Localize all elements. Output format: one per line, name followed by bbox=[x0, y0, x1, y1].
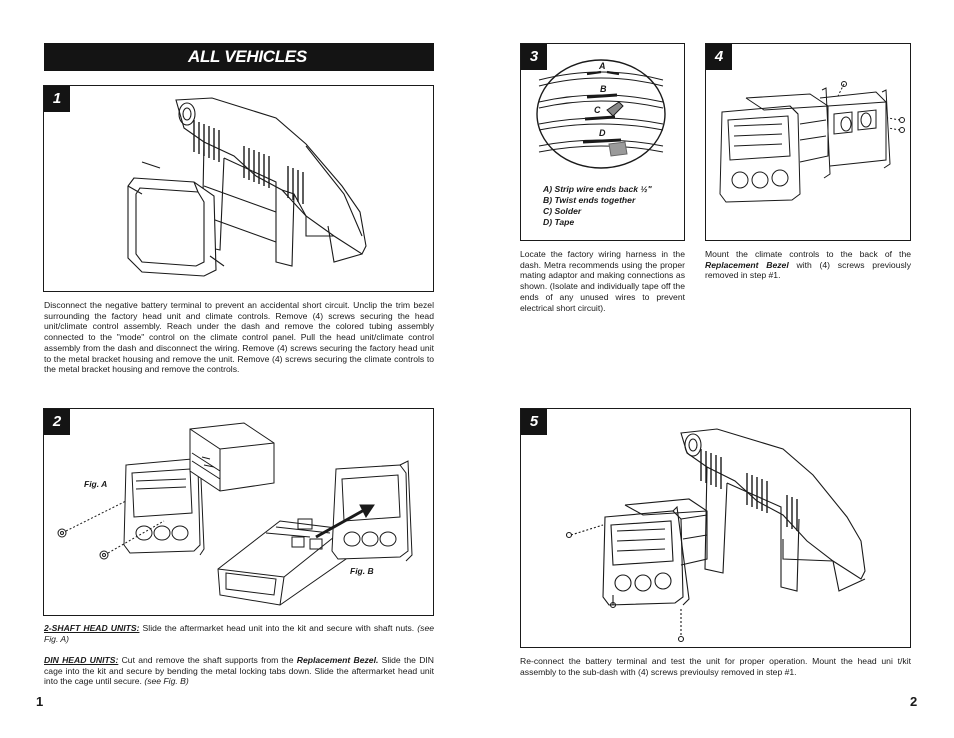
step-2-number: 2 bbox=[44, 409, 70, 435]
step-4-text-part-1: Mount the climate controls to the back o… bbox=[705, 249, 911, 259]
step-4-figure: 4 bbox=[705, 43, 911, 241]
section-banner: ALL VEHICLES bbox=[44, 43, 434, 71]
splice-legend: A) Strip wire ends back ½" B) Twist ends… bbox=[543, 184, 652, 228]
din-replacement-bezel: Replacement Bezel. bbox=[296, 655, 379, 665]
step-4-replacement-bezel: Replacement Bezel bbox=[705, 259, 789, 270]
climate-control-mount-illustration bbox=[719, 81, 905, 203]
din-text-part-2: Slide the DIN cage into the kit and secu… bbox=[44, 655, 434, 687]
head-unit-install-illustration bbox=[57, 422, 413, 606]
step-5-instructions: Re-connect the battery terminal and test… bbox=[520, 656, 911, 677]
din-text-part-1: Cut and remove the shaft supports from t… bbox=[118, 655, 297, 665]
fig-a-label: Fig. A bbox=[84, 479, 108, 489]
page-number-left: 1 bbox=[36, 694, 44, 709]
din-head-units-ref: (see Fig. B) bbox=[144, 676, 189, 687]
step-2-din-instructions: DIN HEAD UNITS: Cut and remove the shaft… bbox=[44, 655, 434, 687]
step-5-figure: 5 bbox=[520, 408, 911, 648]
step-1-figure: 1 bbox=[43, 85, 434, 292]
legend-item-a: A) Strip wire ends back ½" bbox=[543, 184, 652, 194]
step-2-figure: 2 Fig. A Fig. B bbox=[43, 408, 434, 616]
step-2-shaft-instructions: 2-SHAFT HEAD UNITS: Slide the aftermarke… bbox=[44, 623, 434, 644]
page-number-right: 2 bbox=[910, 694, 918, 709]
wire-label-c: C bbox=[594, 105, 601, 115]
fig-b-label: Fig. B bbox=[350, 566, 374, 576]
step-3-figure: 3 A B C D A) Strip wire ends back ½" B) … bbox=[520, 43, 685, 241]
step-3-instructions: Locate the factory wiring harness in the… bbox=[520, 249, 685, 313]
wire-label-b: B bbox=[600, 84, 607, 94]
shaft-head-units-heading: 2-SHAFT HEAD UNITS: bbox=[44, 623, 140, 633]
wire-label-a: A bbox=[599, 61, 606, 71]
wire-label-d: D bbox=[599, 128, 606, 138]
legend-item-b: B) Twist ends together bbox=[543, 195, 636, 205]
section-title: ALL VEHICLES bbox=[188, 47, 307, 66]
step-5-number: 5 bbox=[521, 409, 547, 435]
dash-removal-illustration bbox=[127, 97, 367, 277]
shaft-head-units-text: Slide the aftermarket head unit into the… bbox=[139, 623, 418, 633]
step-4-instructions: Mount the climate controls to the back o… bbox=[705, 249, 911, 281]
step-1-instructions: Disconnect the negative battery terminal… bbox=[44, 300, 434, 375]
final-assembly-illustration bbox=[565, 428, 866, 643]
step-3-number: 3 bbox=[521, 44, 547, 70]
legend-item-d: D) Tape bbox=[543, 217, 575, 227]
step-4-text-part-2: with (4) screws previously removed in st… bbox=[705, 259, 911, 281]
din-head-units-heading: DIN HEAD UNITS: bbox=[44, 655, 119, 665]
step-4-number: 4 bbox=[706, 44, 732, 70]
shaft-head-units-ref: (see Fig. A) bbox=[44, 623, 434, 644]
step-1-number: 1 bbox=[44, 86, 70, 112]
legend-item-c: C) Solder bbox=[543, 206, 582, 216]
wire-splice-illustration bbox=[536, 59, 666, 169]
